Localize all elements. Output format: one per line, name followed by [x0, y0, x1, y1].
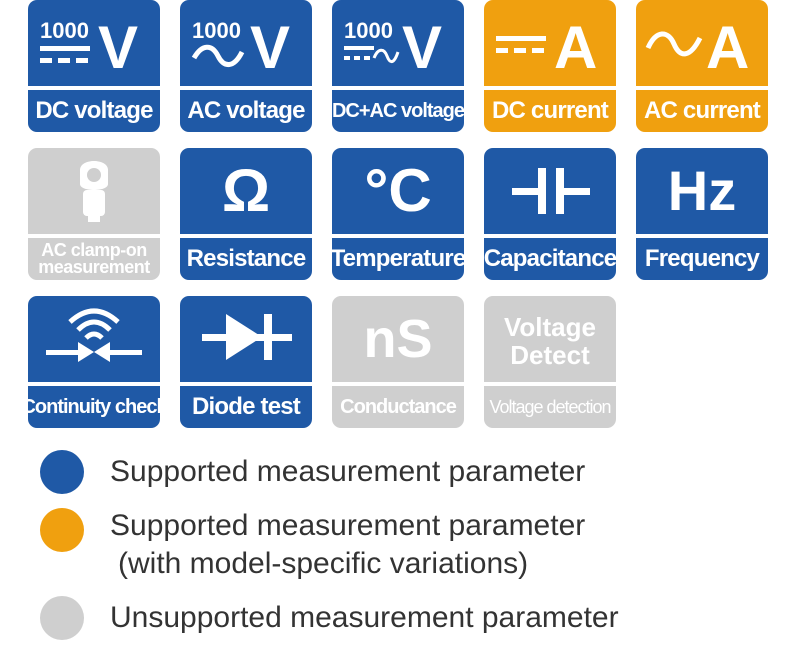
dc-line-icon: 1000 V: [40, 14, 138, 81]
tile-ac-voltage: 1000 V AC voltage: [180, 0, 312, 132]
dc-voltage-label: DC voltage: [35, 97, 153, 124]
ac-wave-icon: 1000 V: [191, 14, 290, 81]
dc-line-icon: A: [496, 14, 597, 81]
tile-dcac-voltage: 1000 V DC+AC voltage: [332, 0, 464, 132]
resistance-symbol: Ω: [180, 148, 312, 233]
dc-ac-icon: 1000 V: [344, 14, 442, 81]
resistance-label: Resistance: [186, 245, 307, 272]
ac-clamp-label-line2: measurement: [38, 257, 150, 277]
ac-current-label: AC current: [643, 97, 761, 124]
tile-frequency: Hz Frequency: [636, 148, 768, 280]
celsius-icon: °C: [364, 156, 432, 224]
tile-conductance: nS Conductance: [332, 296, 464, 428]
ac-current-symbol: A: [636, 0, 768, 85]
dc-voltage-rating: 1000: [40, 18, 89, 43]
legend-variant-text-line2: (with model-specific variations): [118, 547, 529, 580]
ohm-icon: Ω: [221, 156, 271, 224]
diode-icon: [202, 314, 292, 360]
supported-dot: [40, 450, 84, 494]
tile-ac-clamp: AC clamp-on measurement: [28, 148, 160, 280]
voltage-detect-label: Voltage detection: [489, 397, 611, 417]
tile-temperature: °C Temperature: [332, 148, 464, 280]
ac-clamp-symbol: [28, 148, 160, 233]
dc-current-unit: A: [554, 14, 597, 81]
variant-dot: [40, 508, 84, 552]
voltage-detect-word2: Detect: [510, 339, 590, 370]
frequency-symbol: Hz: [636, 148, 768, 233]
tile-dc-voltage: 1000 V DC voltage: [28, 0, 160, 132]
voltage-detect-icon: Voltage Detect: [504, 313, 596, 369]
dc-voltage-symbol: 1000 V: [28, 0, 160, 85]
dcac-voltage-symbol: 1000 V: [332, 0, 464, 85]
ac-clamp-label-line1: AC clamp-on: [41, 239, 147, 260]
legend-unsupported-text: Unsupported measurement parameter: [110, 601, 619, 634]
voltage-detect-word1: Voltage: [504, 311, 596, 342]
tile-resistance: Ω Resistance: [180, 148, 312, 280]
tile-capacitance: Capacitance: [484, 148, 616, 280]
ac-voltage-unit: V: [250, 14, 290, 81]
continuity-icon: [46, 308, 142, 362]
unsupported-dot: [40, 596, 84, 640]
frequency-label: Frequency: [644, 245, 760, 272]
legend-item-variant: Supported measurement parameter (with mo…: [40, 506, 780, 586]
legend-item-unsupported: Unsupported measurement parameter: [40, 594, 780, 644]
temperature-label: Temperature: [332, 245, 464, 272]
dcac-voltage-label: DC+AC voltage: [332, 100, 464, 122]
continuity-symbol: [28, 296, 160, 381]
ac-current-unit: A: [706, 14, 749, 81]
tile-ac-current: A AC current: [636, 0, 768, 132]
hertz-icon: Hz: [667, 158, 737, 222]
dc-current-symbol: A: [484, 0, 616, 85]
legend-variant-text-line1: Supported measurement parameter: [110, 509, 586, 542]
clamp-probe-icon: [80, 161, 108, 222]
ac-voltage-symbol: 1000 V: [180, 0, 312, 85]
diode-label: Diode test: [191, 393, 301, 420]
dc-voltage-unit: V: [98, 14, 138, 81]
voltage-detect-symbol: Voltage Detect: [484, 296, 616, 381]
dcac-voltage-rating: 1000: [344, 18, 393, 43]
legend-supported-text: Supported measurement parameter: [110, 455, 586, 488]
legend: Supported measurement parameter Supporte…: [40, 448, 780, 648]
legend-item-supported: Supported measurement parameter: [40, 448, 780, 498]
diode-symbol: [180, 296, 312, 381]
conductance-label: Conductance: [340, 396, 457, 418]
tile-dc-current: A DC current: [484, 0, 616, 132]
temperature-symbol: °C: [332, 148, 464, 233]
ac-voltage-rating: 1000: [192, 18, 241, 43]
dc-current-label: DC current: [491, 97, 609, 124]
capacitance-symbol: [484, 148, 616, 233]
continuity-label: Continuity check: [28, 396, 160, 418]
nanosiemens-icon: nS: [363, 308, 433, 369]
tile-diode: Diode test: [180, 296, 312, 428]
capacitance-label: Capacitance: [484, 245, 616, 272]
ac-clamp-label: AC clamp-on measurement: [28, 238, 160, 280]
ac-voltage-label: AC voltage: [187, 97, 305, 124]
capacitor-icon: [512, 168, 590, 214]
tile-continuity: Continuity check: [28, 296, 160, 428]
dcac-voltage-unit: V: [402, 14, 442, 81]
tile-voltage-detect: Voltage Detect Voltage detection: [484, 296, 616, 428]
conductance-symbol: nS: [332, 296, 464, 381]
ac-wave-icon: A: [645, 14, 749, 81]
